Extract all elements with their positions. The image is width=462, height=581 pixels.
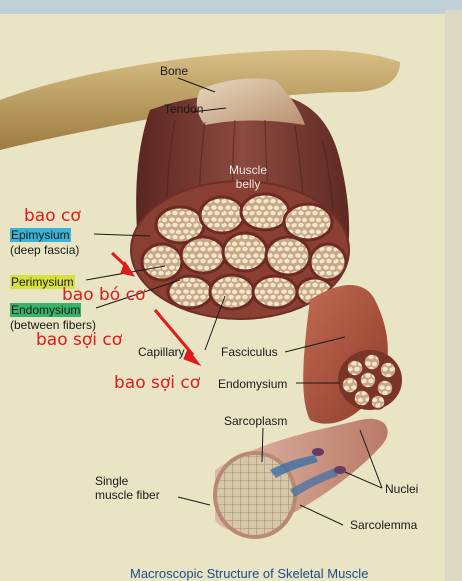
endomysium-label: Endomysium <box>10 303 82 317</box>
sarcolemma-label: Sarcolemma <box>350 518 418 532</box>
annotation-bao-co: bao cơ <box>24 206 81 226</box>
bone-label: Bone <box>160 64 189 78</box>
single-fiber-label-2: muscle fiber <box>95 488 160 502</box>
nucleus-2 <box>334 466 346 474</box>
single-fiber-label-1: Single <box>95 474 129 488</box>
perimysium-label: Perimysium <box>10 275 75 289</box>
nucleus-1 <box>312 448 324 456</box>
annotation-bao-soi-co-2: bao sợi cơ <box>114 373 201 393</box>
caption-strip <box>0 565 445 581</box>
figure-caption: Macroscopic Structure of Skeletal Muscle <box>130 566 369 581</box>
tendon-shape <box>196 78 305 125</box>
muscle-belly-label-1: Muscle <box>228 163 267 177</box>
epimysium-label: Epimysium <box>10 228 71 242</box>
fascicles-group <box>132 182 348 318</box>
muscle-belly-label-2: belly <box>235 177 261 191</box>
endomysium-right-label: Endomysium <box>218 377 288 391</box>
tendon-label: Tendon <box>164 102 204 116</box>
nuclei-label: Nuclei <box>385 482 419 496</box>
sarcoplasm-label: Sarcoplasm <box>224 414 288 428</box>
red-arrows <box>110 251 202 367</box>
fasciculus-label: Fasciculus <box>221 345 278 359</box>
right-edge <box>445 10 462 581</box>
capillary-label: Capillary <box>138 345 185 359</box>
sarcoplasmic-reticulum <box>270 455 338 497</box>
annotation-bao-soi-co-1: bao sợi cơ <box>36 330 123 350</box>
epimysium-sub-label: (deep fascia) <box>10 243 80 257</box>
fasciculus-fibers <box>341 353 397 410</box>
annotation-bao-bo-co: bao bó cơ <box>62 285 146 305</box>
leader-lines <box>85 77 383 526</box>
top-strip <box>0 0 462 14</box>
endomysium-sub-label: (between fibers) <box>10 318 97 332</box>
